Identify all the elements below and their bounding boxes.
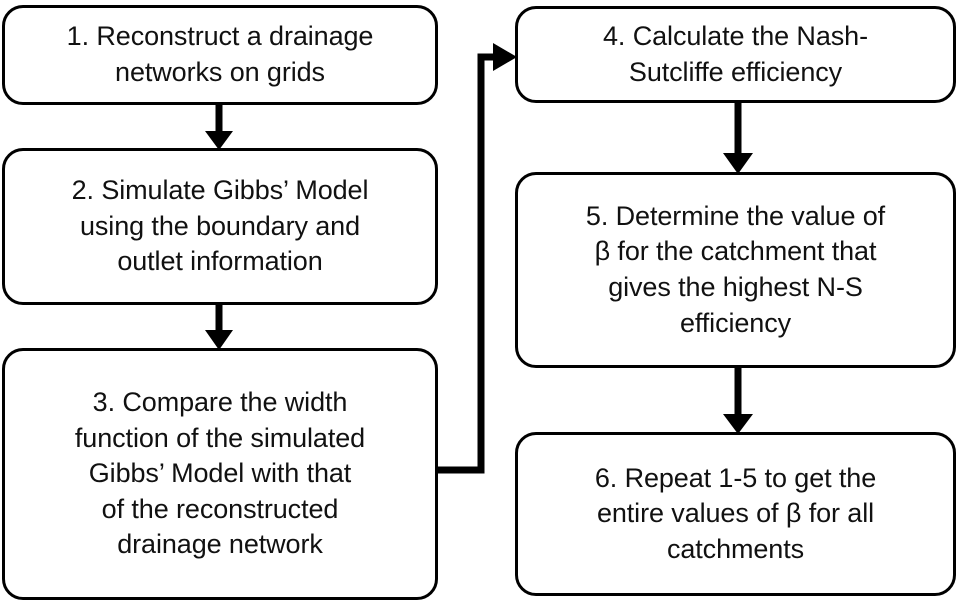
edge-step3-to-step4 — [437, 43, 517, 474]
edge-step2-to-step3 — [205, 304, 233, 350]
flow-node-step-3[interactable]: 3. Compare the width function of the sim… — [2, 348, 438, 600]
flow-node-step-6[interactable]: 6. Repeat 1-5 to get the entire values o… — [515, 432, 956, 596]
edge-step5-to-step6 — [723, 367, 753, 434]
flow-node-step-5[interactable]: 5. Determine the value of β for the catc… — [515, 172, 956, 368]
flow-node-step-1[interactable]: 1. Reconstruct a drainage networks on gr… — [2, 5, 438, 105]
edge-step4-to-step5 — [723, 102, 753, 174]
flow-node-step-4[interactable]: 4. Calculate the Nash- Sutcliffe efficie… — [515, 6, 956, 103]
flow-node-step-2[interactable]: 2. Simulate Gibbs’ Model using the bound… — [2, 148, 438, 305]
edge-step1-to-step2 — [205, 104, 233, 150]
